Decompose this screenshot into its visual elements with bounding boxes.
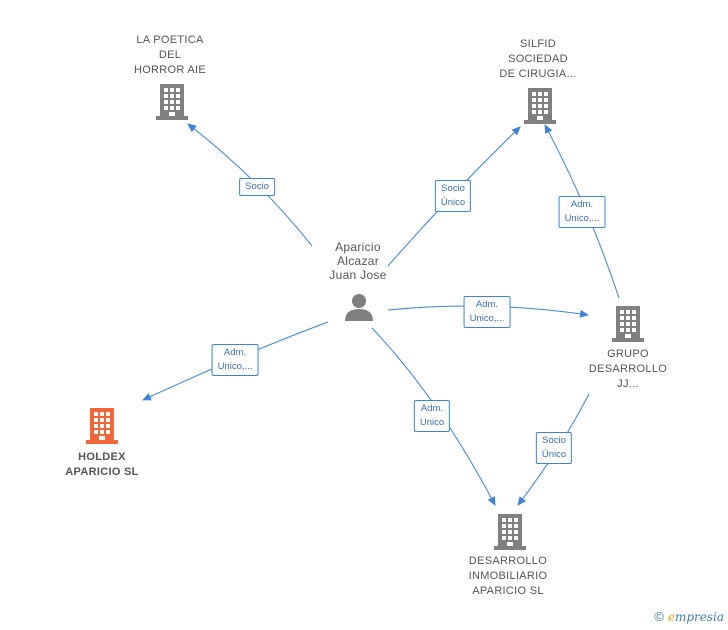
node-label-holdex[interactable]: HOLDEX APARICIO SL — [65, 451, 139, 478]
focus-building-icon[interactable] — [86, 408, 118, 444]
node-label-silfid[interactable]: SILFID SOCIEDAD DE CIRUGIA... — [499, 38, 577, 80]
edge-label-grupo-silfid[interactable]: Adm. Unico,... — [558, 196, 606, 228]
building-icon[interactable] — [612, 306, 644, 342]
brand-name: mpresia — [674, 610, 724, 624]
edge-label-person-grupo[interactable]: Adm. Unico,... — [463, 296, 511, 328]
building-icon[interactable] — [156, 84, 188, 120]
edge-label-person-desarrollo[interactable]: Adm. Unico — [413, 400, 451, 432]
node-label-grupo[interactable]: GRUPO DESARROLLO JJ... — [588, 348, 668, 390]
edge-label-grupo-desarrollo[interactable]: Socio Único — [535, 432, 573, 464]
edge-label-person-poetica[interactable]: Socio — [239, 178, 275, 196]
node-label-person[interactable]: Aparicio Alcazar Juan Jose — [329, 240, 387, 282]
brand-initial: e — [667, 610, 675, 624]
copyright-symbol: © — [654, 609, 664, 624]
building-icon[interactable] — [524, 88, 556, 124]
node-label-desarrollo[interactable]: DESARROLLO INMOBILIARIO APARICIO SL — [468, 555, 548, 597]
node-label-la-poetica[interactable]: LA POETICA DEL HORROR AIE — [133, 34, 207, 76]
person-icon[interactable] — [344, 292, 374, 322]
empresia-brand: ©empresia — [654, 609, 724, 624]
edge-label-person-silfid[interactable]: Socio Único — [434, 180, 472, 212]
building-icon[interactable] — [494, 514, 526, 550]
edge-label-person-holdex[interactable]: Adm. Unico,... — [211, 344, 259, 376]
